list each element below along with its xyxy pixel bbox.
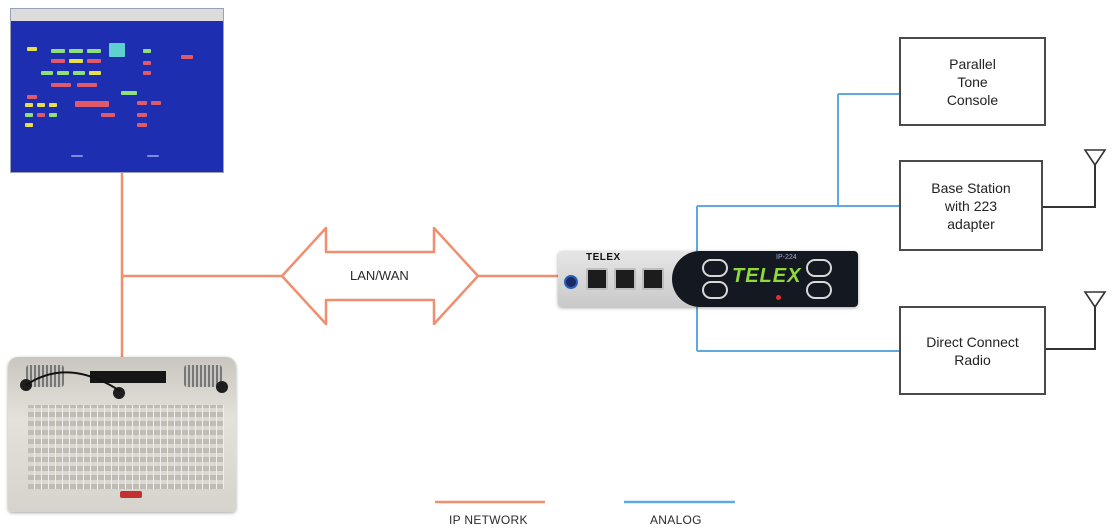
gateway-port [586,268,608,290]
gateway-control-knob [702,259,728,277]
parallel-tone-console-label: Parallel Tone Console [946,55,999,108]
radio-line-direct-connect [1043,307,1096,350]
console-transmit-key [120,491,142,498]
gateway-brand-small: TELEX [586,252,621,263]
gateway-control-knob [806,259,832,277]
lanwan-double-arrow-icon [280,226,480,326]
gateway-port [642,268,664,290]
legend-analog-label: ANALOG [650,513,702,527]
console-speaker-right [184,365,222,387]
console-mic-cable [25,371,121,392]
console-knob-center [113,387,125,399]
gateway-control-knob [702,281,728,299]
console-knob-right [216,381,228,393]
gateway-power-button [564,275,578,289]
console-display [90,371,166,383]
direct-connect-radio-label: Direct Connect Radio [926,333,1019,368]
antenna-icon [1083,291,1107,309]
gateway-model: IP-224 [776,254,797,261]
antenna-icon [1083,149,1107,167]
gateway-front-panel [672,251,858,307]
screen-menubar [11,9,223,21]
base-station-label: Base Station with 223 adapter [931,179,1011,232]
dispatch-console-photo [8,357,236,512]
gateway-brand-large: TELEX [732,265,802,287]
ip-224-gateway-photo [558,251,858,307]
radio-line-base-station [1043,165,1096,208]
gateway-led [776,295,781,300]
base-station-box: Base Station with 223 adapter [899,160,1043,251]
direct-connect-radio-box: Direct Connect Radio [899,306,1046,395]
dispatch-software-screenshot [10,8,224,173]
lanwan-label: LAN/WAN [350,268,409,283]
console-keypad [28,405,224,489]
gateway-port [614,268,636,290]
gateway-control-knob [806,281,832,299]
parallel-tone-console-box: Parallel Tone Console [899,37,1046,126]
legend-ip-network-label: IP NETWORK [449,513,528,527]
